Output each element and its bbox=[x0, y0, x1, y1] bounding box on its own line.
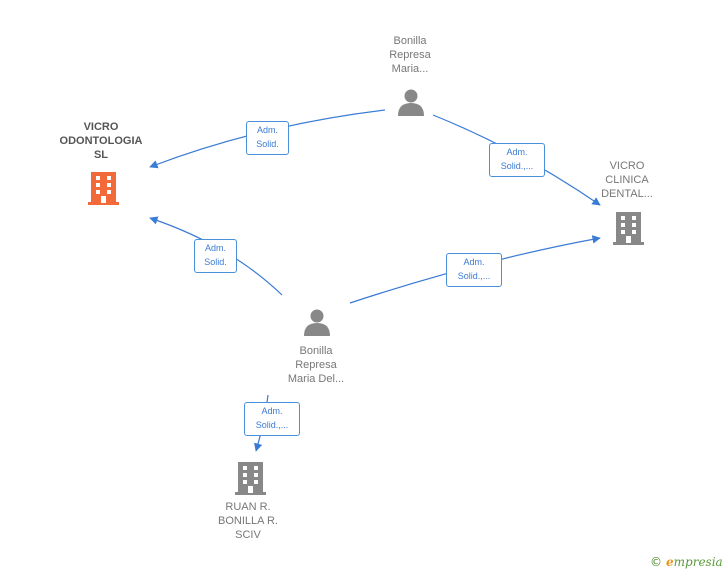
name-line: Maria Del... bbox=[287, 373, 345, 385]
edge-label[interactable]: Adm. Solid.,... bbox=[244, 402, 300, 436]
building-icon[interactable] bbox=[613, 212, 644, 245]
person-icon[interactable] bbox=[398, 89, 424, 117]
edge-label[interactable]: Adm. Solid. bbox=[194, 239, 237, 273]
vicro-clinica-name[interactable]: VICRO CLINICA DENTAL... bbox=[587, 159, 667, 201]
role-line: Adm. bbox=[463, 257, 485, 267]
name-line: DENTAL... bbox=[601, 188, 653, 200]
building-icon[interactable] bbox=[88, 172, 119, 205]
copyright-icon: © bbox=[650, 555, 662, 569]
role-line: Adm. bbox=[204, 243, 226, 253]
name-line: Bonilla bbox=[299, 345, 333, 357]
edge-label[interactable]: Adm. Solid. bbox=[246, 121, 289, 155]
role-line: Adm. bbox=[256, 125, 278, 135]
name-line: Represa bbox=[295, 359, 337, 371]
role-line: Solid. bbox=[204, 257, 227, 267]
edge-label[interactable]: Adm. Solid.,... bbox=[489, 143, 545, 177]
name-line: ODONTOLOGIA bbox=[59, 135, 143, 147]
person-icon[interactable] bbox=[304, 309, 330, 337]
name-line: Represa bbox=[389, 49, 431, 61]
name-line: Maria... bbox=[391, 63, 429, 75]
name-line: BONILLA R. bbox=[218, 515, 278, 527]
person-top-name[interactable]: Bonilla Represa Maria... bbox=[370, 34, 450, 76]
role-line: Solid.,... bbox=[500, 161, 534, 171]
role-line: Adm. bbox=[261, 406, 283, 416]
role-line: Solid.,... bbox=[457, 271, 491, 281]
edge-label[interactable]: Adm. Solid.,... bbox=[446, 253, 502, 287]
name-line: Bonilla bbox=[393, 35, 427, 47]
brand-logo: © empresia bbox=[650, 555, 723, 569]
name-line: VICRO bbox=[609, 160, 645, 172]
name-line: CLINICA bbox=[605, 174, 649, 186]
role-line: Solid. bbox=[256, 139, 279, 149]
name-line: SCIV bbox=[235, 529, 261, 541]
building-icon[interactable] bbox=[235, 462, 266, 495]
ruan-name[interactable]: RUAN R. BONILLA R. SCIV bbox=[206, 500, 290, 542]
brand-name: mpresia bbox=[673, 555, 723, 569]
role-line: Solid.,... bbox=[255, 420, 289, 430]
role-line: Adm. bbox=[506, 147, 528, 157]
vicro-odontologia-name[interactable]: VICRO ODONTOLOGIA SL bbox=[46, 120, 156, 162]
name-line: RUAN R. bbox=[225, 501, 271, 513]
brand-initial: e bbox=[666, 555, 674, 569]
person-bottom-name[interactable]: Bonilla Represa Maria Del... bbox=[270, 344, 362, 386]
name-line: SL bbox=[93, 149, 109, 161]
name-line: VICRO bbox=[83, 121, 119, 133]
